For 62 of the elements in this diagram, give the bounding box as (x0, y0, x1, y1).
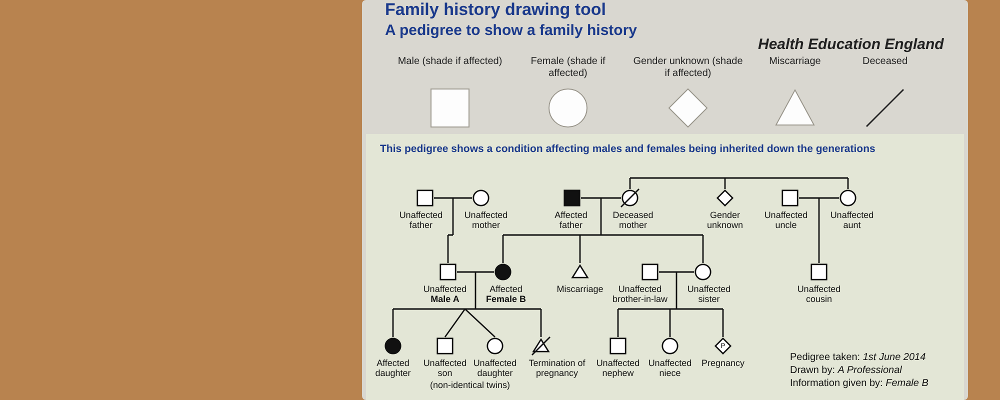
subtitle: A pedigree to show a family history (385, 21, 637, 41)
person-label: Unaffected aunt (829, 210, 875, 231)
pedigree-line (457, 271, 494, 273)
key-label: Male (shade if affected) (396, 56, 504, 68)
square-symbol (563, 189, 581, 207)
circle-symbol (384, 337, 402, 355)
note-text: Information given by: Female B (790, 377, 928, 391)
pedigree-line (434, 197, 472, 199)
person-label: Unaffected daughter (472, 358, 518, 379)
square-symbol (436, 337, 454, 355)
person-label: Unaffected niece (647, 358, 693, 379)
pedigree-line (502, 197, 704, 264)
diamond-symbol (716, 189, 734, 207)
pedigree-line (799, 197, 839, 199)
person-label: Unaffected Male A (422, 284, 468, 305)
key-label: Female (shade if affected) (530, 56, 606, 80)
triangle-symbol (532, 337, 550, 355)
circle-symbol (839, 189, 857, 207)
square-symbol (810, 263, 828, 281)
note-text: Pedigree taken: 1st June 2014 (790, 351, 926, 365)
circle-symbol (472, 189, 490, 207)
person-label: Affected father (554, 210, 588, 231)
pedigree-line (392, 271, 542, 338)
title: Family history drawing tool (385, 0, 606, 20)
person-label: Unaffected sister (686, 284, 732, 305)
triangle-symbol (571, 263, 589, 281)
square-symbol (781, 189, 799, 207)
key-label: Deceased (861, 56, 909, 68)
pedigree-line (818, 197, 820, 264)
pedigree-line (629, 177, 849, 190)
person-label: Unaffected cousin (796, 284, 842, 305)
person-label: Unaffected son (422, 358, 468, 379)
person-label: Unaffected uncle (763, 210, 809, 231)
square-symbol (416, 189, 434, 207)
person-label: Deceased mother (612, 210, 654, 231)
person-label: Unaffected brother-in-law (611, 284, 669, 305)
circle-symbol (486, 337, 504, 355)
pedigree-line (659, 271, 694, 273)
person-label: Unaffected nephew (595, 358, 641, 379)
circle-symbol (694, 263, 712, 281)
person-label: Gender unknown (706, 210, 744, 231)
person-label: Termination of pregnancy (528, 358, 586, 379)
person-label: Affected Female B (484, 284, 528, 305)
pedigree-heading: This pedigree shows a condition affecting males and females being inherited down the generations (380, 142, 876, 157)
person-label: Unaffected father (398, 210, 444, 231)
key-label: Gender unknown (shade if affected) (633, 56, 743, 80)
circle-symbol (661, 337, 679, 355)
person-label: Affected daughter (374, 358, 412, 379)
twins-note: (non-identical twins) (428, 380, 512, 390)
circle-symbol (621, 189, 639, 207)
person-label: Unaffected mother (463, 210, 509, 231)
pedigree-line (617, 271, 724, 338)
circle-symbol (494, 263, 512, 281)
note-text: Drawn by: A Professional (790, 364, 902, 378)
person-label: Pregnancy (700, 358, 746, 368)
square-symbol (439, 263, 457, 281)
square-symbol (641, 263, 659, 281)
person-label: Miscarriage (556, 284, 604, 294)
organisation-name: Health Education England (758, 35, 944, 55)
pedigree-line (447, 197, 454, 264)
square-symbol (609, 337, 627, 355)
pedigree-line (581, 197, 621, 199)
